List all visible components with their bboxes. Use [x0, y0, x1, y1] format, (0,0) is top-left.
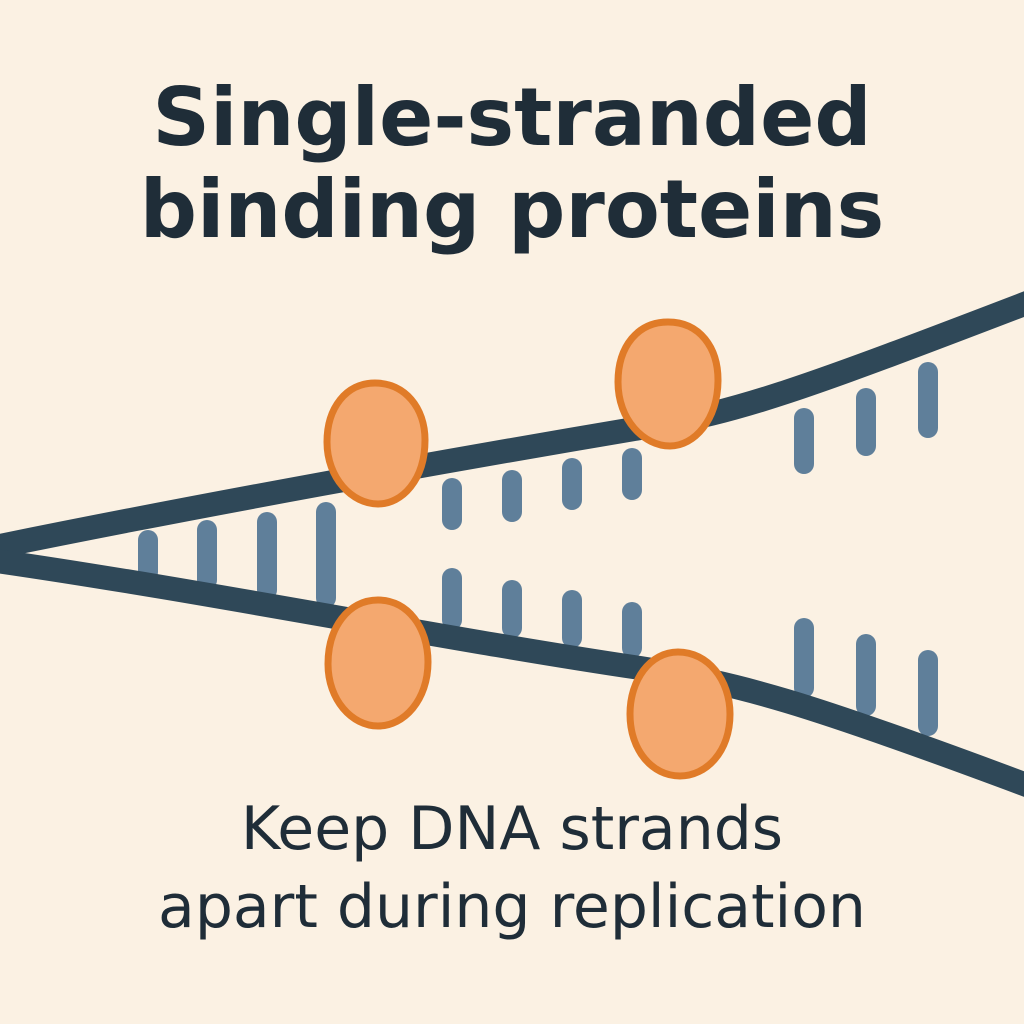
ssb-protein-upper-left	[323, 379, 429, 508]
lower-dna-strand	[0, 549, 1024, 797]
caption-line-1: Keep DNA strands	[240, 794, 784, 864]
title-line-2: binding proteins	[139, 163, 885, 256]
diagram-title: Single-stranded binding proteins	[0, 72, 1024, 256]
lower-strand-bases	[442, 568, 938, 736]
upper-dna-strand	[0, 291, 1024, 559]
title-line-1: Single-stranded	[152, 71, 872, 164]
ssb-protein-lower-right	[626, 648, 734, 780]
ssb-protein-upper-right	[614, 318, 722, 450]
ssb-proteins	[323, 318, 734, 780]
paired-bases	[138, 502, 336, 608]
upper-strand-bases	[442, 362, 938, 530]
diagram-caption: Keep DNA strands apart during replicatio…	[0, 790, 1024, 946]
ssb-protein-lower-left	[324, 596, 432, 730]
caption-line-2: apart during replication	[158, 872, 866, 942]
